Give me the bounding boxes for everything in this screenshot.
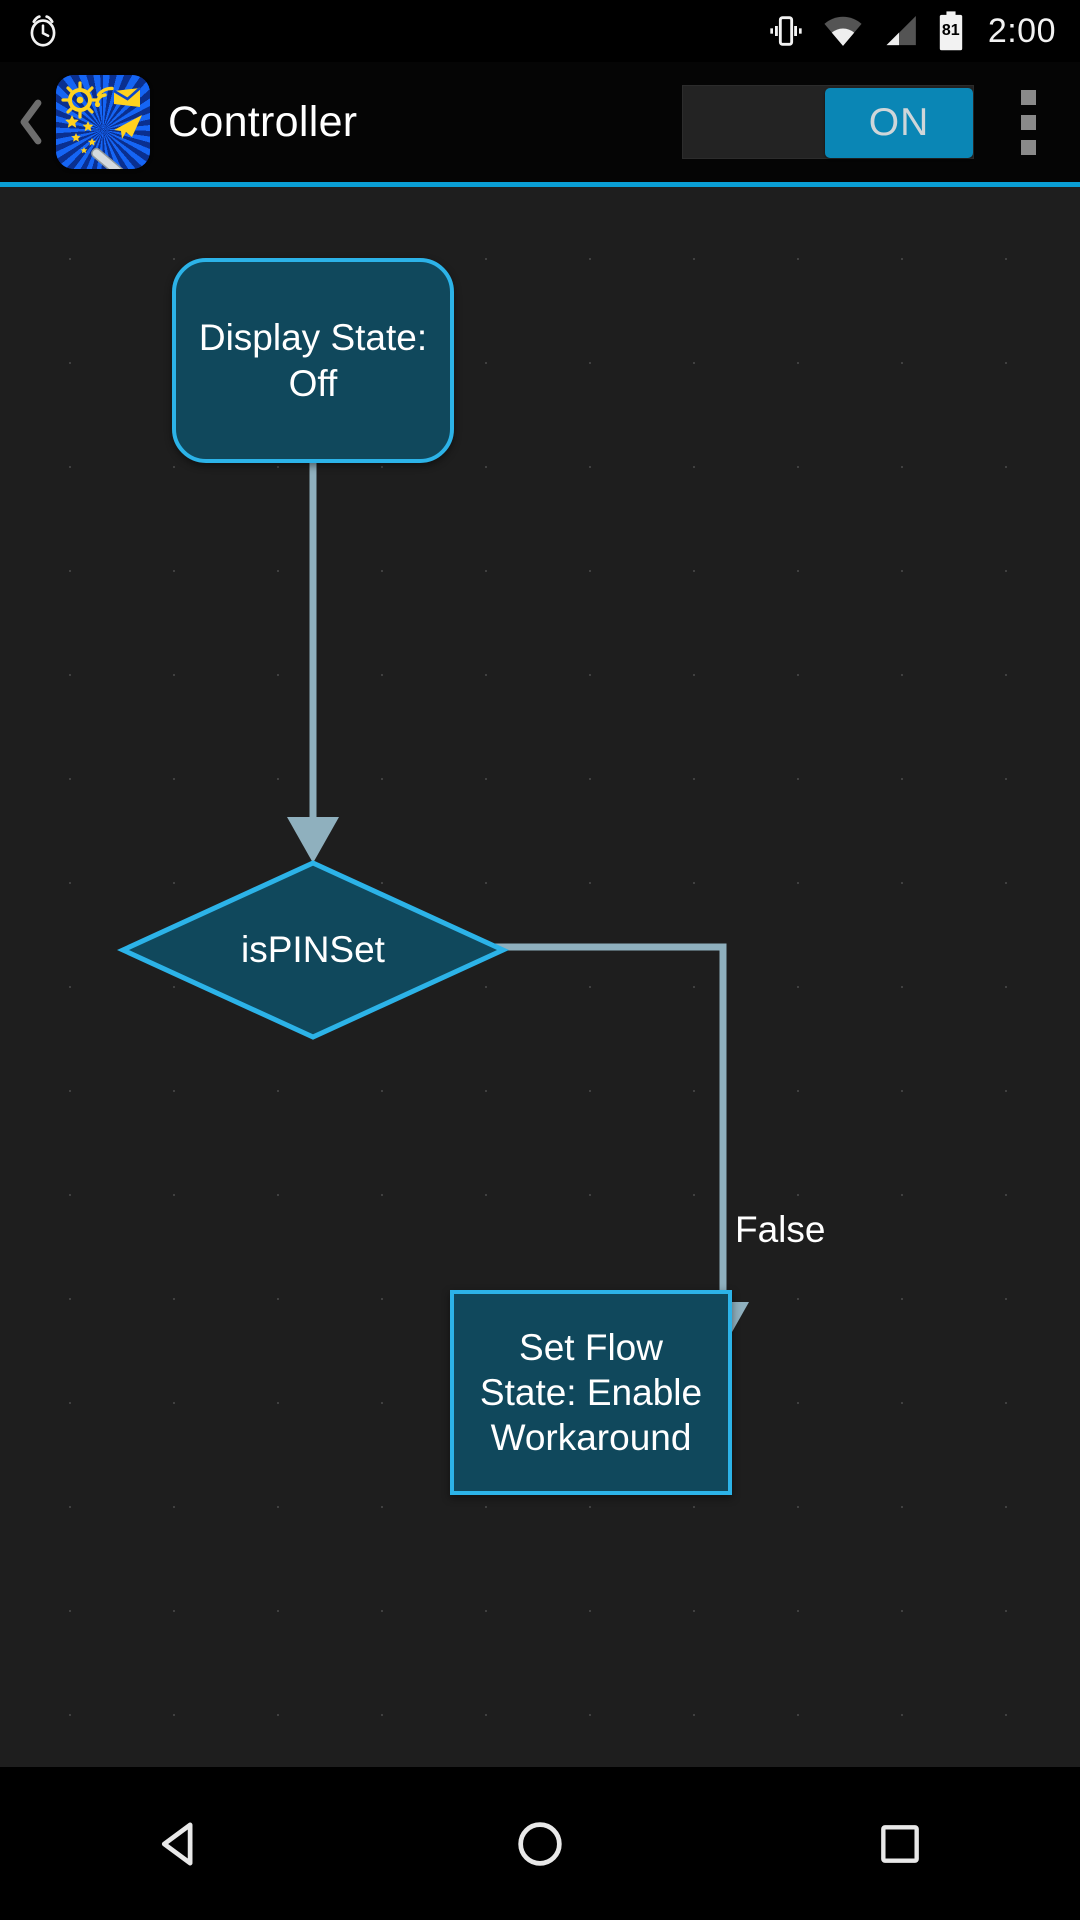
alarm-clock-icon bbox=[24, 12, 62, 50]
status-bar-clock: 2:00 bbox=[987, 12, 1056, 50]
page-title: Controller bbox=[168, 97, 358, 146]
nav-recents-square-icon[interactable] bbox=[800, 1767, 1000, 1920]
edge-pin-false-to-workaround[interactable] bbox=[452, 943, 749, 1348]
app-bar: Controller ON bbox=[0, 62, 1080, 182]
flow-enabled-toggle-state[interactable]: ON bbox=[825, 88, 973, 158]
overflow-dot-1 bbox=[1020, 89, 1036, 105]
cell-signal-icon bbox=[880, 11, 920, 51]
back-chevron-icon[interactable] bbox=[8, 98, 54, 146]
status-bar-right: 81 2:00 bbox=[766, 10, 1080, 52]
edge-label-text: False bbox=[735, 1209, 826, 1250]
accent-divider bbox=[0, 182, 1080, 187]
edge-label-false: False bbox=[735, 1209, 825, 1251]
overflow-menu-icon[interactable] bbox=[980, 62, 1076, 182]
status-bar-left bbox=[0, 12, 62, 50]
flow-node-set-flow-state-enable-workaround[interactable]: Set Flow State: Enable Workaround bbox=[450, 1290, 732, 1495]
android-nav-bar bbox=[0, 1767, 1080, 1920]
logo-glyphs bbox=[61, 81, 142, 169]
wifi-icon bbox=[822, 10, 864, 52]
battery-icon: 81 bbox=[936, 10, 966, 52]
overflow-dot-2 bbox=[1020, 114, 1036, 130]
automagic-app-logo[interactable] bbox=[56, 75, 150, 169]
flow-edges bbox=[116, 463, 749, 1348]
flow-node-label: Set Flow State: Enable Workaround bbox=[479, 1326, 703, 1459]
nav-home-circle-icon[interactable] bbox=[440, 1767, 640, 1920]
flow-enabled-toggle[interactable]: ON bbox=[682, 85, 974, 159]
edge-display-to-pin[interactable] bbox=[287, 463, 339, 863]
flow-node-label: Display State: Off bbox=[198, 317, 428, 404]
nav-back-triangle-icon[interactable] bbox=[80, 1767, 280, 1920]
flow-node-is-pin-set[interactable] bbox=[116, 860, 510, 1040]
battery-level-text: 81 bbox=[941, 22, 960, 39]
vibrate-icon bbox=[766, 11, 806, 51]
flow-node-display-state-off[interactable]: Display State: Off bbox=[172, 258, 454, 463]
status-bar: 81 2:00 bbox=[0, 0, 1080, 62]
overflow-dot-3 bbox=[1020, 139, 1036, 155]
flow-canvas[interactable]: Display State: Off isPINSet False Set Fl… bbox=[0, 187, 1080, 1767]
